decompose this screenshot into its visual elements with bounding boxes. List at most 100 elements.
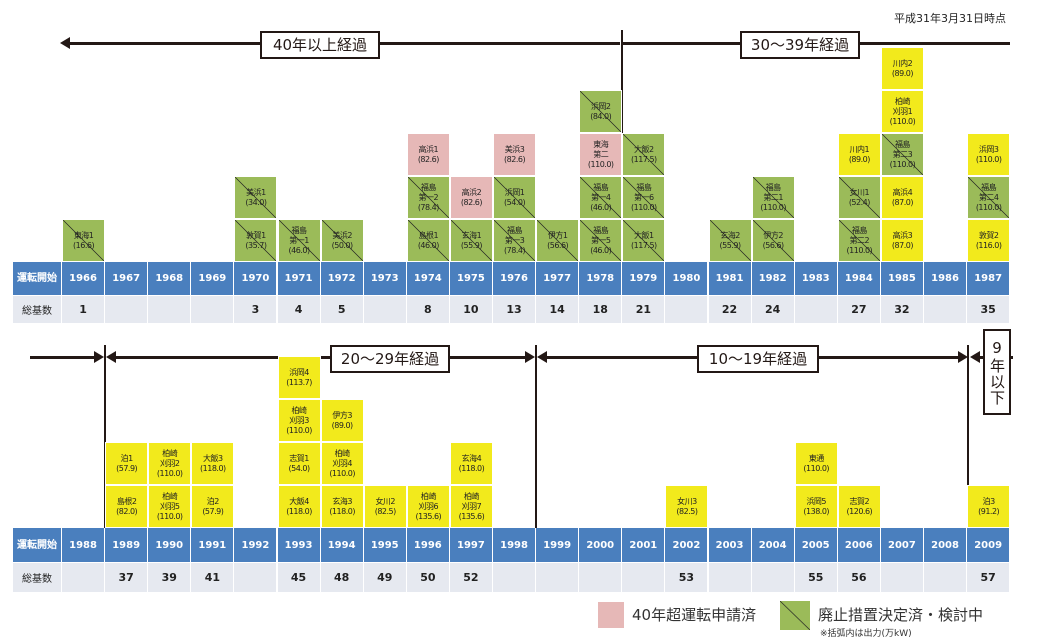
total-count-cell	[622, 563, 666, 592]
reactor-unit-yellow: 柏崎刈羽5(110.0)	[148, 485, 192, 528]
reactor-unit-green: 福島第一5(46.0)	[579, 219, 623, 262]
total-count-cell: 53	[665, 563, 709, 592]
period-label-30-39: 30～39年経過	[740, 31, 860, 59]
reactor-output: (82.0)	[116, 506, 138, 516]
reactor-name: 高浜3	[892, 230, 913, 240]
reactor-unit-yellow: 川内1(89.0)	[837, 133, 881, 176]
total-count-cell: 14	[536, 296, 580, 323]
reactor-unit-green: 東海1(16.6)	[62, 219, 106, 262]
total-count-cell	[708, 563, 752, 592]
year-cell: 1967	[105, 262, 149, 295]
reactor-name: 浜岡4	[289, 367, 309, 377]
reactor-output: (116.0)	[975, 240, 1002, 250]
reactor-unit-green: 美浜2(50.0)	[320, 219, 364, 262]
year-cell: 2008	[924, 528, 968, 562]
reactor-name: 女川3	[677, 496, 697, 506]
reactor-unit-yellow: 大飯4(118.0)	[277, 485, 321, 528]
reactor-unit-yellow: 伊方3(89.0)	[320, 399, 364, 442]
total-count-cell: 56	[837, 563, 881, 592]
reactor-unit-yellow: 浜岡5(138.0)	[794, 485, 838, 528]
reactor-name: 泊2	[206, 496, 220, 506]
total-count-cell: 57	[967, 563, 1011, 592]
legend-label-green: 廃止措置決定済・検討中	[818, 606, 984, 624]
year-cell: 1978	[579, 262, 623, 295]
reactor-output: (118.0)	[329, 506, 355, 516]
reactor-output: (110.0)	[631, 202, 657, 212]
total-count-cell: 5	[320, 296, 364, 323]
reactor-output: (118.0)	[200, 463, 226, 473]
year-cell: 2005	[794, 528, 838, 562]
year-cell: 1968	[148, 262, 192, 295]
reactor-output: (46.0)	[417, 240, 440, 250]
period-label-10-19: 10～19年経過	[697, 345, 819, 373]
total-count-cell: 24	[751, 296, 795, 323]
reactor-output: (89.0)	[848, 154, 871, 164]
reactor-output: (84.0)	[590, 111, 612, 121]
reactor-unit-yellow: 柏崎刈羽7(135.6)	[449, 485, 493, 528]
year-cell: 1975	[449, 262, 493, 295]
reactor-output: (46.0)	[288, 245, 311, 255]
reactor-name: 大飯3	[203, 453, 223, 463]
reactor-unit-yellow: 玄海4(118.0)	[449, 442, 493, 485]
reactor-unit-yellow: 柏崎刈羽1(110.0)	[880, 90, 924, 133]
reactor-output: (117.5)	[631, 240, 657, 250]
reactor-unit-green: 島根1(46.0)	[406, 219, 450, 262]
year-cell: 1984	[837, 262, 881, 295]
year-cell: 1980	[665, 262, 709, 295]
year-cell: 1971	[277, 262, 321, 295]
year-cell: 2004	[751, 528, 795, 562]
row-header-total: 総基数	[13, 296, 61, 323]
reactor-name: 浜岡5	[806, 496, 827, 506]
reactor-name: 東海1	[73, 230, 94, 240]
year-cell: 2009	[967, 528, 1011, 562]
reactor-name: 高浜1	[418, 144, 439, 154]
reactor-name: 福島	[420, 182, 437, 192]
reactor-output: (110.0)	[889, 159, 916, 169]
output-unit-note: ※括弧内は出力(万kW)	[820, 629, 912, 639]
total-count-cell: 27	[837, 296, 881, 323]
reactor-unit-pink: 高浜2(82.6)	[449, 176, 493, 219]
total-count-cell: 52	[449, 563, 493, 592]
reactor-output: (82.5)	[374, 506, 397, 516]
period-divider	[967, 345, 969, 528]
reactor-unit-green: 浜岡1(54.0)	[493, 176, 537, 219]
year-cell: 1970	[234, 262, 278, 295]
reactor-name: 島根2	[116, 496, 137, 506]
arrow-left-icon	[970, 351, 980, 363]
total-count-cell	[924, 296, 968, 323]
year-cell: 1998	[493, 528, 537, 562]
reactor-unit-green: 福島第一1(46.0)	[277, 219, 321, 262]
reactor-name: 第二	[593, 149, 609, 159]
arrow-left-icon	[537, 351, 547, 363]
legend-swatch-pink	[598, 602, 624, 628]
reactor-unit-pink: 東海第二(110.0)	[579, 133, 623, 176]
total-count-cell	[579, 563, 623, 592]
reactor-unit-pink: 美浜3(82.6)	[493, 133, 537, 176]
reactor-name: 刈羽6	[418, 501, 439, 511]
reactor-unit-yellow: 柏崎刈羽4(110.0)	[320, 442, 364, 485]
total-count-cell: 50	[406, 563, 450, 592]
reactor-output: (55.9)	[460, 240, 483, 250]
reactor-output: (52.4)	[848, 197, 871, 207]
total-count-cell	[234, 563, 278, 592]
year-cell: 2003	[708, 528, 752, 562]
arrow-right-icon	[94, 351, 104, 363]
year-cell: 1991	[191, 528, 235, 562]
total-count-cell: 3	[234, 296, 278, 323]
reactor-name: 柏崎	[894, 96, 911, 106]
reactor-name: 浜岡1	[504, 187, 525, 197]
year-cell: 1986	[924, 262, 968, 295]
reactor-name: 高浜2	[461, 187, 482, 197]
reactor-unit-green: 大飯2(117.5)	[622, 133, 666, 176]
reactor-name: 第一5	[590, 235, 611, 245]
reactor-name: 刈羽3	[289, 415, 309, 425]
reactor-unit-green: 福島第二4(110.0)	[967, 176, 1011, 219]
reactor-name: 浜岡2	[590, 101, 611, 111]
reactor-name: 志賀1	[289, 453, 309, 463]
reactor-output: (57.9)	[116, 463, 138, 473]
year-cell: 1972	[320, 262, 364, 295]
year-cell: 2000	[579, 528, 623, 562]
reactor-output: (57.9)	[202, 506, 224, 516]
reactor-name: 伊方3	[332, 410, 352, 420]
total-count-cell	[924, 563, 968, 592]
